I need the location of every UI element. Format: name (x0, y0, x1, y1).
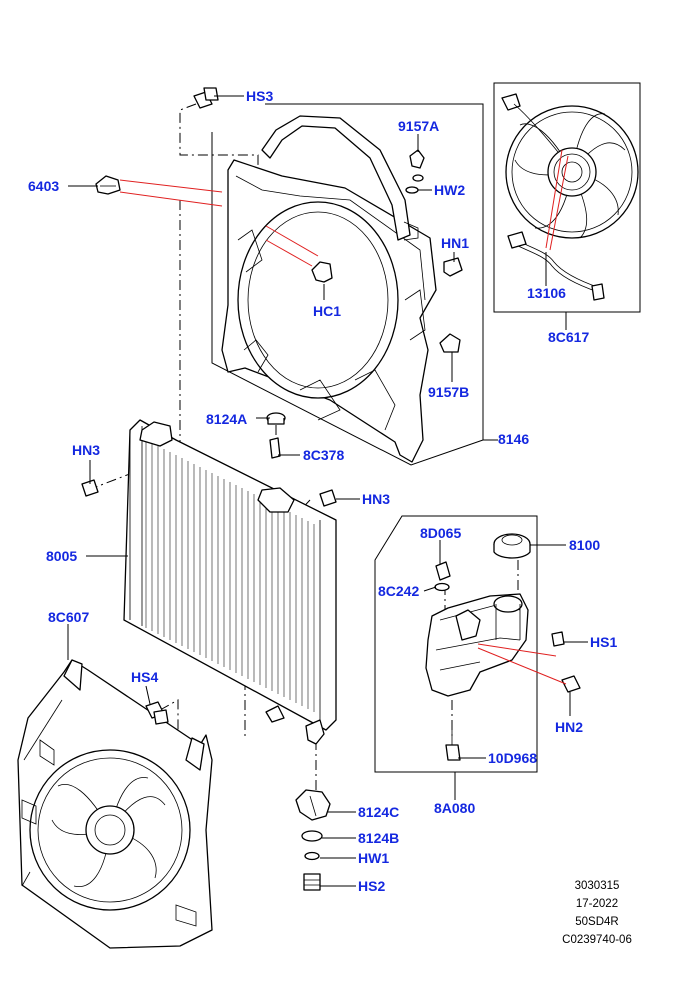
callout-hc1[interactable]: HC1 (313, 303, 341, 319)
callout-8c617[interactable]: 8C617 (548, 329, 589, 345)
bolt-hs2[interactable] (303, 873, 321, 891)
callout-8100[interactable]: 8100 (569, 537, 600, 553)
callout-8005[interactable]: 8005 (46, 548, 77, 564)
callout-8124a[interactable]: 8124A (206, 411, 247, 427)
callout-hn1[interactable]: HN1 (441, 235, 469, 251)
washer-hw2[interactable] (405, 186, 419, 194)
inset-box-fan (493, 82, 641, 313)
expansion-cap-8100[interactable] (493, 533, 531, 559)
callout-8d065[interactable]: 8D065 (420, 525, 461, 541)
callout-hn2[interactable]: HN2 (555, 719, 583, 735)
bolt-hs1[interactable] (551, 631, 565, 647)
inset-box-expansion-tank (374, 515, 538, 773)
shroud-assembly-bracket (211, 103, 484, 466)
callout-hs3[interactable]: HS3 (246, 88, 273, 104)
reference-line-2: 17-2022 (576, 898, 618, 910)
callout-8a080[interactable]: 8A080 (434, 800, 475, 816)
callout-8c607[interactable]: 8C607 (48, 609, 89, 625)
callout-8146[interactable]: 8146 (498, 431, 529, 447)
callout-8124c[interactable]: 8124C (358, 804, 399, 820)
bleed-valve-8c378[interactable] (269, 437, 281, 459)
reference-line-4: C0239740-06 (562, 934, 632, 946)
washer-hw1[interactable] (304, 851, 320, 861)
o-ring-8c242[interactable] (434, 582, 450, 592)
callout-hs1[interactable]: HS1 (590, 634, 617, 650)
fan-shroud[interactable] (221, 115, 463, 463)
callout-hs4[interactable]: HS4 (131, 669, 158, 685)
hose-connector-8124c[interactable] (295, 789, 331, 821)
callout-10d968[interactable]: 10D968 (488, 750, 537, 766)
fan-harness-13106[interactable] (507, 231, 605, 301)
sensor-8d065[interactable] (435, 561, 451, 581)
callout-9157b[interactable]: 9157B (428, 384, 469, 400)
callout-hn3-left[interactable]: HN3 (72, 442, 100, 458)
reference-line-1: 3030315 (575, 880, 620, 892)
clip-9157a[interactable] (409, 149, 425, 182)
red-leader-lines (119, 149, 569, 685)
callout-labels: HS3 9157A 6403 HW2 HN1 HC1 13106 8C617 9… (28, 88, 617, 894)
callout-6403[interactable]: 6403 (28, 178, 59, 194)
level-sensor-10d968[interactable] (445, 722, 461, 761)
callout-hn3-right[interactable]: HN3 (362, 491, 390, 507)
callout-8124b[interactable]: 8124B (358, 830, 399, 846)
leader-lines (67, 95, 588, 887)
expansion-tank[interactable] (425, 593, 529, 697)
nut-hn3-right[interactable] (319, 489, 337, 507)
clip-6403[interactable] (95, 175, 121, 195)
fan-motor-assembly[interactable] (17, 659, 213, 949)
callout-hw1[interactable]: HW1 (358, 850, 389, 866)
reference-line-3: 50SD4R (575, 916, 618, 928)
bolt-hs4[interactable] (145, 701, 169, 725)
callout-hs2[interactable]: HS2 (358, 878, 385, 894)
callout-9157a[interactable]: 9157A (398, 118, 439, 134)
reference-block: 3030315 17-2022 50SD4R C0239740-06 (562, 880, 632, 946)
radiator-core-fins (145, 440, 315, 712)
callout-8c378[interactable]: 8C378 (303, 447, 344, 463)
nut-hn2[interactable] (561, 675, 581, 693)
callout-13106[interactable]: 13106 (527, 285, 566, 301)
callout-8c242[interactable]: 8C242 (378, 583, 419, 599)
bolt-hs3[interactable] (193, 87, 219, 109)
callout-hw2[interactable]: HW2 (434, 182, 465, 198)
electric-cooling-fan[interactable] (501, 93, 639, 239)
o-ring-8124b[interactable] (301, 830, 323, 842)
radiator[interactable] (123, 419, 337, 745)
